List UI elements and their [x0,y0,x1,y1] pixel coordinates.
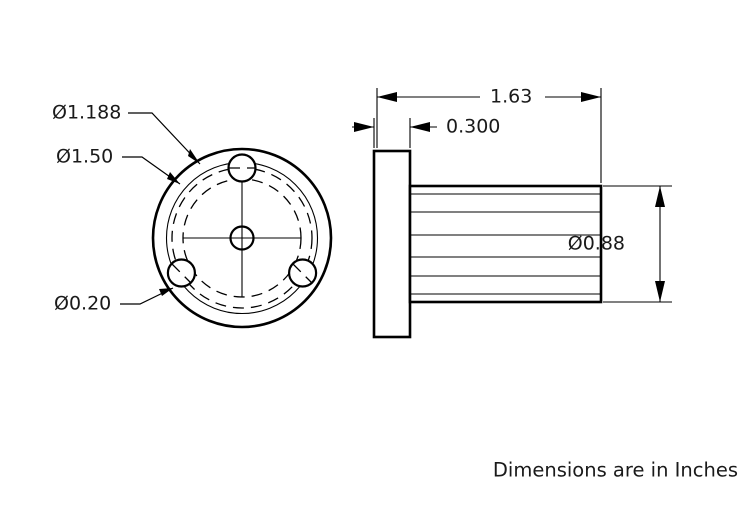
mounting-hole-top [227,153,257,183]
leader-bolt-circle [128,112,201,165]
arrowhead-thickness-inner [410,122,430,132]
arrowhead-diameter-top [655,186,665,207]
leader-flange-outer [122,156,181,185]
hole-ll-center-mark [171,263,192,284]
side-view: 1.63 0.300 Ø0.88 [352,86,672,339]
dim-label-bolt-circle: Ø1.188 [52,102,121,124]
body-profile [408,184,603,304]
arrowhead-diameter-bottom [655,281,665,302]
arrowhead-length-left [377,92,397,102]
dim-label-overall-length: 1.63 [490,86,532,108]
front-view: Ø1.188 Ø1.50 Ø0.20 [52,102,333,329]
dim-label-flange-outer: Ø1.50 [56,146,113,168]
hole-lr-center-mark [292,263,313,284]
units-note: Dimensions are in Inches [493,459,738,482]
dim-label-body-diameter: Ø0.88 [568,233,625,255]
arrowhead-length-right [581,92,601,102]
dim-label-flange-thickness: 0.300 [446,116,500,138]
leader-bolt-circle-arrowhead [188,149,200,164]
leader-flange-outer-arrowhead [167,172,180,184]
arrowhead-thickness-outer [354,122,374,132]
flange-plate-profile [372,149,412,339]
leader-mounting-hole-arrowhead [159,288,173,296]
dim-label-mounting-hole: Ø0.20 [54,293,111,315]
